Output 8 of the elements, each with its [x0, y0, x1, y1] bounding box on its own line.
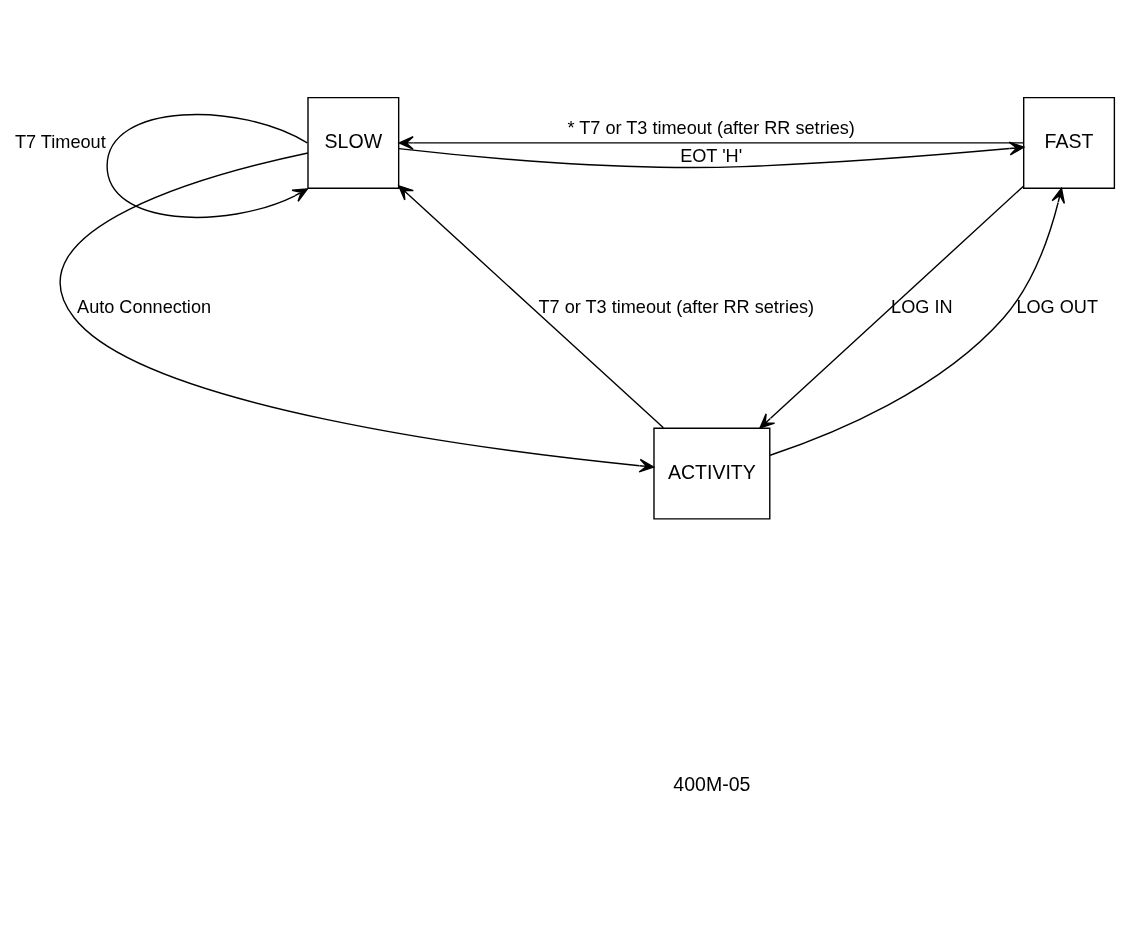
- edge-label: EOT 'H': [680, 145, 743, 166]
- edge-label: T7 or T3 timeout (after RR setries): [538, 296, 815, 317]
- edge-label: Auto Connection: [77, 296, 212, 317]
- edge-label: LOG OUT: [1016, 296, 1098, 317]
- edge-label: * T7 or T3 timeout (after RR setries): [567, 117, 855, 138]
- edge-label: LOG IN: [891, 296, 953, 317]
- label: 400M-05: [673, 773, 751, 796]
- edge-label: T7 Timeout: [15, 131, 106, 152]
